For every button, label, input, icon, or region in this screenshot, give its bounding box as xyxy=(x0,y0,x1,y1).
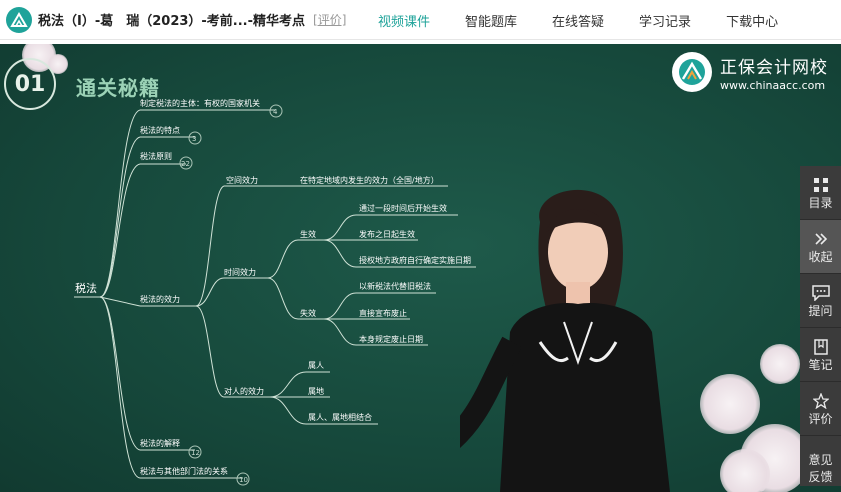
mindmap-count: 22 xyxy=(181,160,190,168)
mindmap-node: 时间效力 xyxy=(224,267,256,277)
mindmap-node: 直接宣布废止 xyxy=(359,308,407,318)
count-bubble xyxy=(269,104,283,118)
mindmap-node: 属人 xyxy=(308,361,324,370)
brand-name: 正保会计网校 xyxy=(720,57,828,78)
count-bubble xyxy=(188,445,202,459)
star-icon xyxy=(812,392,830,410)
feedback-label: 意见 反馈 xyxy=(808,453,833,484)
brand-url: www.chinaacc.com xyxy=(720,78,826,92)
mindmap-node: 税法的解释 xyxy=(140,438,180,448)
notes-label: 笔记 xyxy=(808,357,833,372)
mindmap-node: 在特定地域内发生的效力（全国/地方） xyxy=(300,175,439,185)
mindmap-node: 税法的特点 xyxy=(140,125,180,135)
mindmap-node: 授权地方政府自行确定实施日期 xyxy=(359,255,471,265)
side-panel: 目录 收起 提问 笔记 评价 意见 反馈 xyxy=(800,166,841,486)
catalog-label: 目录 xyxy=(808,195,833,210)
top-bar: 税法（Ⅰ）-葛 瑞（2023）-考前...-精华考点 [评价] 视频课件 智能题… xyxy=(0,0,841,40)
section-number-badge: 01 xyxy=(4,58,56,110)
nav-online-qa[interactable]: 在线答疑 xyxy=(552,14,605,30)
mindmap-node: 制定税法的主体：有权的国家机关 xyxy=(140,98,260,108)
video-player[interactable]: 01 通关秘籍 正保会计网校 www.chinaacc.com xyxy=(0,44,841,492)
mindmap-node: 发布之日起生效 xyxy=(359,229,415,239)
mindmap-node: 税法与其他部门法的关系 xyxy=(140,466,228,476)
feedback-button[interactable]: 意见 反馈 xyxy=(800,436,841,492)
teacher-figure xyxy=(460,189,670,492)
ask-question-label: 提问 xyxy=(808,303,833,318)
collapse-label: 收起 xyxy=(808,249,833,264)
count-bubble xyxy=(188,131,202,145)
nav-question-bank[interactable]: 智能题库 xyxy=(465,14,518,30)
mindmap-count: 3 xyxy=(192,135,196,143)
mindmap-node: 属地 xyxy=(308,386,324,396)
rate-link[interactable]: [评价] xyxy=(313,13,347,27)
course-title: 税法（Ⅰ）-葛 瑞（2023）-考前...-精华考点 xyxy=(38,14,306,29)
flower-decoration xyxy=(720,449,770,492)
mindmap-node: 税法原则 xyxy=(140,151,172,161)
section-title: 通关秘籍 xyxy=(76,76,160,100)
mindmap-node: 空间效力 xyxy=(226,175,258,185)
mindmap-node: 失效 xyxy=(300,308,316,318)
count-bubble xyxy=(236,472,250,486)
rate-button[interactable]: 评价 xyxy=(800,382,841,436)
mindmap-root: 税法 xyxy=(75,281,97,295)
notes-button[interactable]: 笔记 xyxy=(800,328,841,382)
brand-logo-icon xyxy=(672,52,712,92)
mindmap-count: 12 xyxy=(191,449,200,457)
brand-watermark: 正保会计网校 www.chinaacc.com xyxy=(672,52,828,92)
chat-icon xyxy=(811,284,830,302)
flower-decoration xyxy=(700,374,760,434)
mindmap-node: 税法的效力 xyxy=(140,294,180,304)
mindmap-count: 10 xyxy=(239,476,248,484)
nav-download-center[interactable]: 下载中心 xyxy=(726,14,779,30)
grid-icon xyxy=(812,176,830,194)
mindmap-node: 通过一段时间后开始生效 xyxy=(359,203,447,213)
catalog-button[interactable]: 目录 xyxy=(800,166,841,220)
mindmap-node: 以新税法代替旧税法 xyxy=(359,281,431,291)
chinaacc-logo-icon xyxy=(6,6,32,33)
flower-decoration xyxy=(48,54,68,74)
mindmap: 税法 制定税法的主体：有权的国家机关 4 税法的特点 3 税法原则 22 税法的… xyxy=(74,98,476,486)
mindmap-node: 属人、属地相结合 xyxy=(308,412,372,422)
mindmap-count: 4 xyxy=(273,108,278,116)
nav-study-record[interactable]: 学习记录 xyxy=(639,14,692,30)
main-nav: 视频课件 智能题库 在线答疑 学习记录 下载中心 xyxy=(378,0,778,40)
flower-decoration xyxy=(760,344,800,384)
mindmap-node: 本身规定废止日期 xyxy=(359,334,423,344)
double-chevron-icon xyxy=(812,230,830,248)
rate-label: 评价 xyxy=(808,411,833,426)
ask-question-button[interactable]: 提问 xyxy=(800,274,841,328)
note-icon xyxy=(812,338,830,356)
nav-video-courseware[interactable]: 视频课件 xyxy=(378,14,431,30)
mindmap-node: 对人的效力 xyxy=(224,386,264,396)
count-bubble xyxy=(179,156,193,170)
mindmap-node: 生效 xyxy=(300,229,316,239)
collapse-button[interactable]: 收起 xyxy=(800,220,841,274)
